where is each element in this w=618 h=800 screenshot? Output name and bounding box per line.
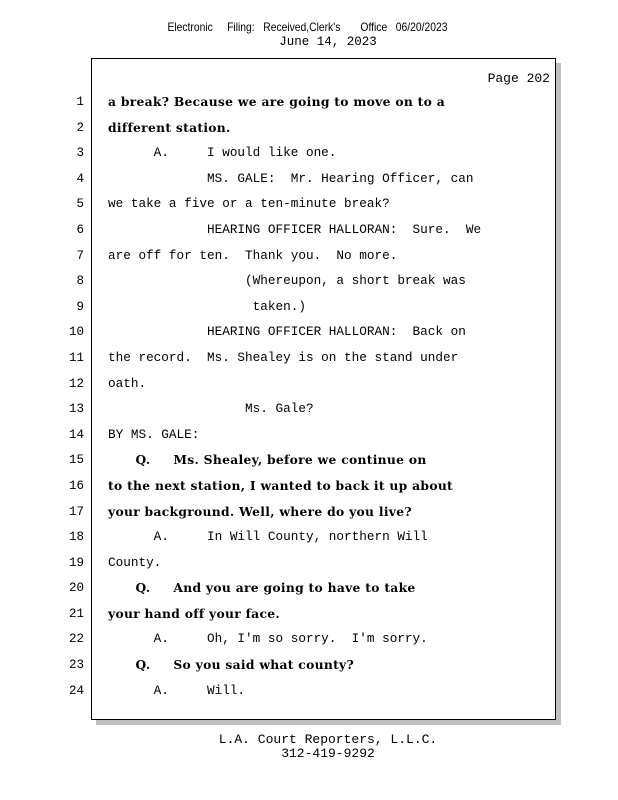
transcript-lines: a break? Because we are going to move on… [108, 94, 548, 708]
line-number: 14 [68, 427, 84, 442]
transcript-line: A. Oh, I'm so sorry. I'm sorry. [108, 631, 428, 647]
line-number: 24 [68, 683, 84, 698]
transcript-line: different station. [108, 119, 231, 135]
transcript-line: A. Will. [108, 682, 246, 698]
transcript-line: your hand off your face. [108, 605, 280, 621]
line-number: 19 [68, 555, 84, 570]
filing-stamp: Electronic Filing: Received,Clerk's Offi… [167, 20, 448, 34]
transcript-line: are off for ten. Thank you. No more. [108, 247, 398, 263]
line-number: 23 [68, 658, 84, 673]
reporter-company: L.A. Court Reporters, L.L.C. [218, 732, 438, 747]
transcript-line: A. I would like one. [108, 145, 337, 161]
line-number: 20 [68, 581, 84, 596]
line-number: 18 [68, 530, 84, 545]
line-number: 22 [68, 632, 84, 647]
transcript-line: BY MS. GALE: [108, 426, 200, 442]
transcript-line: A. In Will County, northern Will [108, 529, 428, 545]
page-number: Page 202 [487, 71, 550, 86]
transcript-line: to the next station, I wanted to back it… [108, 477, 454, 493]
line-number: 5 [76, 197, 84, 212]
transcript-line: a break? Because we are going to move on… [108, 94, 445, 109]
transcript-line: we take a five or a ten-minute break? [108, 196, 390, 212]
line-number: 2 [76, 120, 84, 135]
transcript-page-box: Page 202 [91, 58, 556, 720]
transcript-line: HEARING OFFICER HALLORAN: Sure. We [108, 221, 482, 237]
transcript-line: your background. Well, where do you live… [108, 503, 412, 519]
transcript-line: County. [108, 554, 162, 570]
line-number: 6 [76, 222, 84, 237]
line-number: 16 [68, 478, 84, 493]
transcript-line: HEARING OFFICER HALLORAN: Back on [108, 324, 466, 340]
transcript-line: Q. So you said what county? [108, 657, 355, 673]
transcript-line: oath. [108, 375, 147, 391]
line-number: 1 [76, 95, 84, 109]
line-number: 8 [76, 274, 84, 289]
transcript-line: Ms. Gale? [108, 401, 314, 417]
hearing-date: June 14, 2023 [279, 35, 377, 49]
line-number: 4 [76, 171, 84, 186]
transcript-line: MS. GALE: Mr. Hearing Officer, can [108, 170, 474, 186]
line-number: 9 [76, 299, 84, 314]
line-number: 7 [76, 248, 84, 263]
line-number: 12 [68, 376, 84, 391]
transcript-line: Q. And you are going to have to take [108, 580, 416, 596]
transcript-line: Q. Ms. Shealey, before we continue on [108, 452, 427, 468]
line-number: 21 [68, 606, 84, 621]
reporter-phone: 312-419-9292 [281, 746, 375, 761]
line-number: 15 [68, 453, 84, 468]
line-number: 13 [68, 402, 84, 417]
line-number: 11 [68, 350, 84, 365]
line-number: 3 [76, 146, 84, 161]
transcript-line: taken.) [108, 298, 306, 314]
line-number: 17 [68, 504, 84, 519]
line-number: 10 [68, 325, 84, 340]
transcript-line: the record. Ms. Shealey is on the stand … [108, 349, 459, 365]
transcript-line: (Whereupon, a short break was [108, 273, 466, 289]
